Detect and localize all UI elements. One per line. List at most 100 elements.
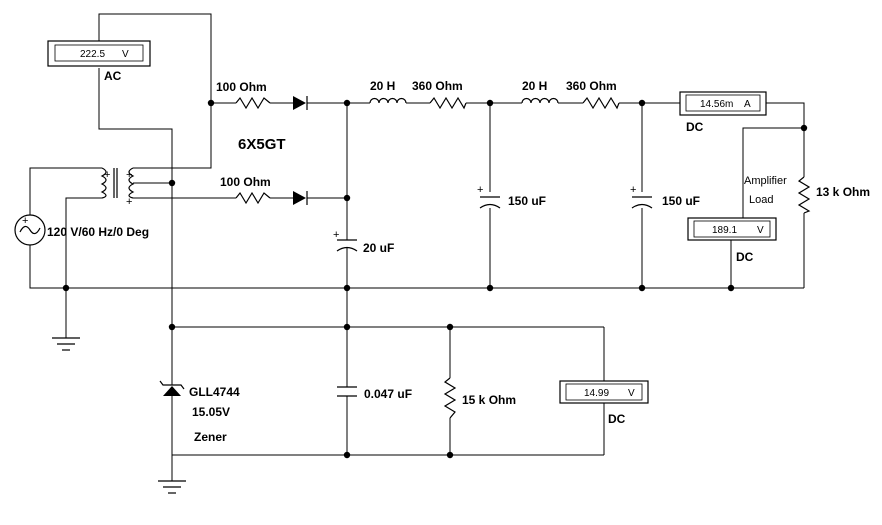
junction-dot [800, 124, 808, 132]
ac-source[interactable]: + [14, 214, 46, 246]
resistor-r-regulator[interactable] [443, 377, 457, 419]
meter-unit: A [744, 99, 751, 110]
resistor-zigzag [235, 96, 271, 110]
transformer[interactable]: + + + [100, 167, 172, 208]
capacitor-c-regulator[interactable] [337, 385, 357, 398]
meter-unit: V [757, 225, 764, 236]
wire-ac-meter-left [98, 68, 173, 183]
meter-display [693, 220, 771, 238]
meter-display [685, 94, 761, 112]
resistor-r-load[interactable] [797, 176, 811, 214]
capacitor-plus: + [477, 184, 483, 196]
tube-label: 6X5GT [238, 136, 286, 153]
capacitor-c-input[interactable]: + [333, 229, 358, 252]
load-label-line1: Amplifier [744, 175, 787, 187]
junction-dot [343, 451, 351, 459]
ground-icon [158, 480, 186, 494]
transformer-plus-secondary: + [126, 169, 132, 181]
inductor-coil [369, 97, 407, 104]
resistor-zigzag [797, 176, 811, 214]
meter-unit: V [122, 49, 129, 60]
junction-dot [486, 99, 494, 107]
resistor-r-top-label: 100 Ohm [216, 80, 267, 94]
junction-dot [343, 323, 351, 331]
capacitor-c-stage1-label: 150 uF [508, 194, 546, 208]
zener-diode[interactable] [159, 380, 185, 407]
transformer-secondary-coil [128, 167, 135, 199]
meter-value: 14.99 [584, 388, 609, 399]
ac-source-label: 120 V/60 Hz/0 Deg [47, 225, 149, 239]
sine-wave-icon [19, 225, 41, 235]
ac-source-plus: + [22, 215, 28, 227]
wires [29, 13, 805, 481]
dc-voltmeter-zener-mode: DC [608, 412, 626, 426]
ac-voltmeter[interactable]: 222.5 V [47, 40, 151, 67]
junction-dot [207, 99, 215, 107]
meter-display [565, 383, 643, 401]
capacitor-plate-curved [479, 203, 501, 209]
zener-bar [159, 380, 185, 390]
resistor-r-stage2[interactable] [582, 96, 620, 110]
wire-ac-meter-right [98, 13, 212, 169]
junction-dot [727, 284, 735, 292]
diode-bottom[interactable] [293, 191, 308, 205]
ac-voltmeter-mode: AC [104, 69, 122, 83]
junction-dot [446, 451, 454, 459]
meter-value: 222.5 [80, 49, 105, 60]
meter-unit: V [628, 388, 635, 399]
inductor-l-stage2[interactable] [521, 97, 560, 104]
capacitor-plus: + [333, 229, 339, 241]
inductor-coil [521, 97, 559, 104]
resistor-r-bottom[interactable] [235, 191, 293, 205]
capacitor-c-stage2[interactable]: + [630, 184, 653, 209]
dc-voltmeter-load[interactable]: 189.1 V [687, 217, 777, 241]
transformer-plus-secondary-lower: + [126, 196, 132, 208]
meter-value: 189.1 [712, 225, 737, 236]
ground-icon [52, 337, 80, 351]
junction-dot [343, 284, 351, 292]
junction-dot [343, 194, 351, 202]
capacitor-plus: + [630, 184, 636, 196]
resistor-r-stage1-label: 360 Ohm [412, 79, 463, 93]
capacitor-c-stage2-label: 150 uF [662, 194, 700, 208]
dc-voltmeter-load-mode: DC [736, 250, 754, 264]
dc-ammeter-mode: DC [686, 120, 704, 134]
resistor-r-stage1[interactable] [429, 96, 467, 110]
resistor-zigzag [235, 191, 271, 205]
junction-dot [638, 284, 646, 292]
junction-dot [638, 99, 646, 107]
capacitor-c-stage1[interactable]: + [477, 184, 501, 209]
inductor-l-stage1[interactable] [369, 97, 408, 104]
inductor-l-stage2-label: 20 H [522, 79, 547, 93]
zener-label-line1: GLL4744 [189, 385, 240, 399]
junction-dot [446, 323, 454, 331]
transformer-plus-primary: + [104, 169, 110, 181]
wire-primary-bottom [65, 197, 102, 288]
dc-ammeter[interactable]: 14.56m A [679, 91, 767, 116]
wire-meter-load-top [742, 127, 804, 218]
wire-source-top [29, 167, 102, 170]
resistor-r-stage2-label: 360 Ohm [566, 79, 617, 93]
wire-rail-6 [766, 102, 805, 128]
junction-dot [343, 99, 351, 107]
load-label-line2: Load [749, 194, 773, 206]
zener-label-line3: Zener [194, 430, 227, 444]
ac-source-circle [14, 214, 46, 246]
meter-display [54, 44, 144, 62]
zener-label-line2: 15.05V [192, 405, 230, 419]
zener-triangle [163, 386, 181, 396]
resistor-zigzag [443, 377, 457, 419]
diode-triangle [293, 191, 306, 205]
resistor-r-top[interactable] [235, 96, 293, 110]
dc-voltmeter-zener[interactable]: 14.99 V [559, 380, 649, 404]
junction-dots [62, 99, 808, 459]
diode-top[interactable] [293, 96, 308, 110]
capacitor-plate-curved [631, 203, 653, 209]
capacitor-c-regulator-label: 0.047 uF [364, 387, 412, 401]
resistor-zigzag [582, 96, 620, 110]
resistor-r-regulator-label: 15 k Ohm [462, 393, 516, 407]
diode-triangle [293, 96, 306, 110]
transformer-primary-coil [100, 167, 107, 199]
junction-dot [62, 284, 70, 292]
